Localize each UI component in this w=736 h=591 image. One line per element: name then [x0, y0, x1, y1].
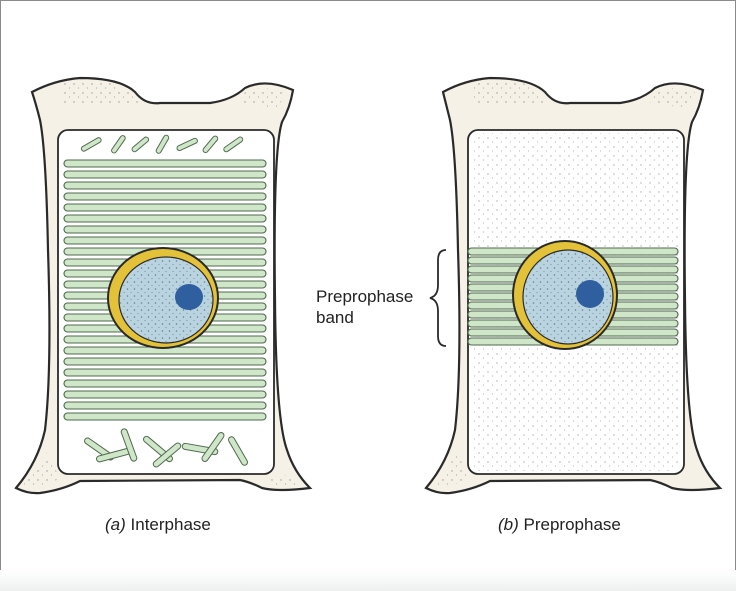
- caption-b-letter: (b): [498, 515, 519, 534]
- nucleus-a: [108, 248, 218, 348]
- cell-interphase: [16, 78, 310, 493]
- preprophase-band-brace: [430, 250, 446, 346]
- caption-a-letter: (a): [105, 515, 126, 534]
- band-label-line2: band: [316, 307, 428, 328]
- caption-preprophase: (b) Preprophase: [498, 515, 621, 535]
- caption-interphase: (a) Interphase: [105, 515, 211, 535]
- band-label-line1: Preprophase: [316, 286, 428, 307]
- preprophase-band-label: Preprophase band: [316, 286, 428, 328]
- nucleolus-b: [576, 280, 604, 308]
- nucleolus-a: [175, 284, 203, 310]
- caption-b-name: Preprophase: [524, 515, 621, 534]
- cell-preprophase: [426, 78, 720, 493]
- nucleus-b: [513, 241, 617, 349]
- caption-a-name: Interphase: [131, 515, 211, 534]
